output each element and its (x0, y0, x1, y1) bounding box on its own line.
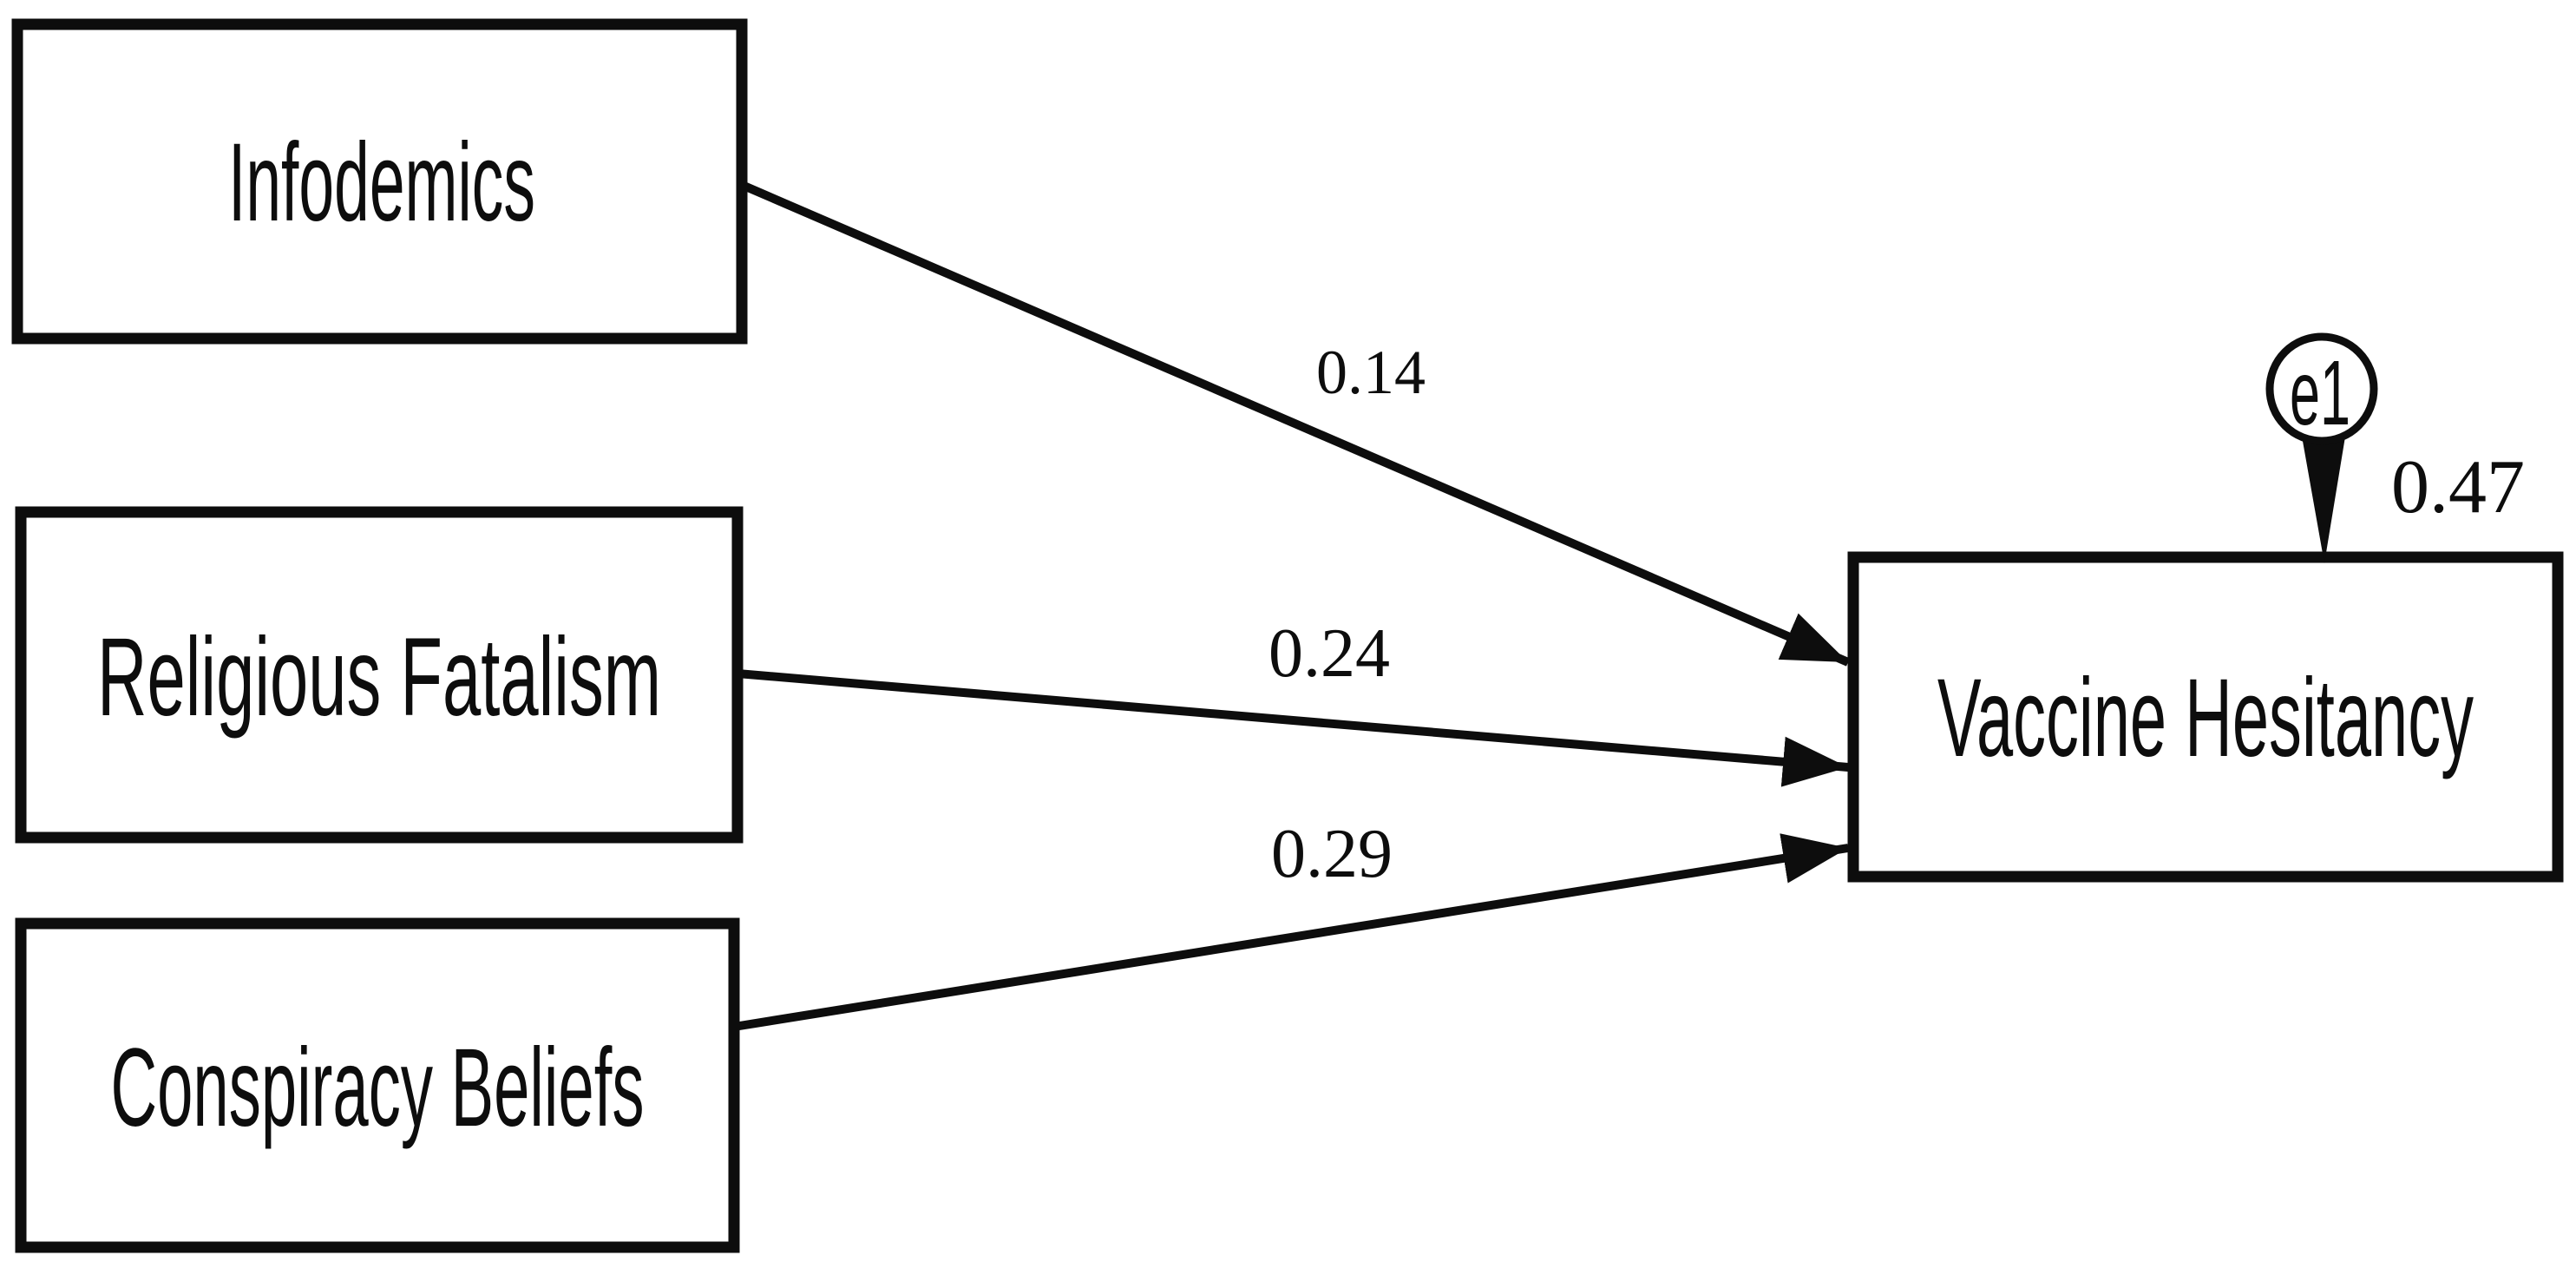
error-term-label: e1 (2290, 342, 2350, 444)
predictor-box-infodemics (11, 18, 748, 345)
path-infodemics-to-vaccine-hesitancy (740, 181, 1850, 667)
coefficient-label-infodemics: 0.14 (1316, 338, 1426, 407)
error-term-circle (2265, 332, 2378, 445)
coefficient-label-conspiracy-beliefs: 0.29 (1271, 816, 1393, 892)
error-term-pin (2301, 431, 2346, 563)
error-variance-label: 0.47 (2391, 445, 2525, 529)
predictor-label-infodemics: Infodemics (228, 121, 535, 245)
predictor-label-conspiracy-beliefs: Conspiracy Beliefs (111, 1026, 645, 1150)
outcome-box-vaccine-hesitancy (1847, 551, 2564, 883)
path-religious-fatalism-to-vaccine-hesitancy (737, 669, 1849, 787)
predictor-box-conspiracy-beliefs (15, 917, 740, 1253)
predictor-label-religious-fatalism: Religious Fatalism (97, 615, 661, 739)
outcome-label-vaccine-hesitancy: Vaccine Hesitancy (1937, 656, 2474, 780)
path-conspiracy-beliefs-to-vaccine-hesitancy (733, 833, 1849, 1031)
coefficient-label-religious-fatalism: 0.24 (1268, 615, 1390, 692)
predictor-box-religious-fatalism (15, 506, 744, 844)
